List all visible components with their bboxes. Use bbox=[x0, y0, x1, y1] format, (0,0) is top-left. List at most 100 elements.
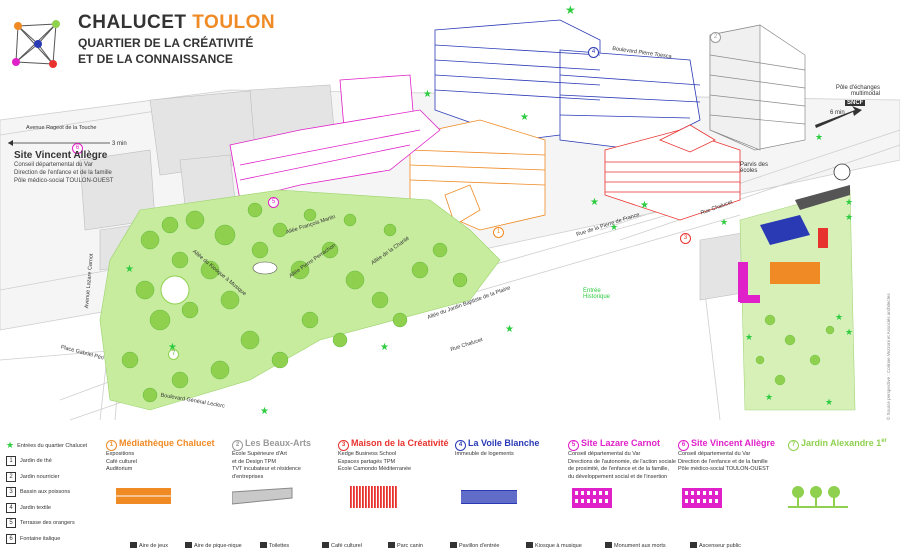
legend-site-line: Espaces partagés TPM bbox=[338, 458, 396, 465]
svg-text:★: ★ bbox=[745, 332, 753, 342]
toilets-icon bbox=[260, 542, 267, 548]
svg-text:★: ★ bbox=[125, 264, 134, 275]
svg-text:★: ★ bbox=[835, 312, 843, 322]
credit: © Source perspective : Corinne Vezzoni e… bbox=[886, 293, 891, 420]
legend-site-line: Conseil départemental du Var bbox=[568, 451, 641, 457]
voile-blanche-building bbox=[434, 19, 701, 151]
lazare-carnot-building bbox=[229, 74, 441, 201]
beaux-arts-building bbox=[709, 24, 806, 151]
site-number: 1 bbox=[106, 440, 117, 451]
legend-site-symbol bbox=[572, 488, 612, 508]
svg-text:★: ★ bbox=[168, 342, 177, 353]
legend-icon-item: Parc canin bbox=[388, 542, 423, 549]
dog-park-icon bbox=[388, 542, 395, 548]
rageot-arrow-icon bbox=[8, 140, 110, 146]
svg-text:★: ★ bbox=[845, 327, 853, 337]
legend-icon-item: Aire de pique-nique bbox=[185, 542, 242, 549]
legend-icon-item: Monument aux morts bbox=[605, 542, 666, 549]
legend-feature-item: 6 Fontaine italique bbox=[6, 531, 106, 547]
label-walk-6: 6 min bbox=[830, 110, 845, 116]
site-number: 3 bbox=[338, 440, 349, 451]
legend-feature-label: Jardin de thé bbox=[20, 458, 52, 465]
marker-mediatheque: 1 bbox=[493, 220, 504, 238]
feature-number: 6 bbox=[6, 533, 16, 544]
subtitle-line2: ET DE LA CONNAISSANCE bbox=[78, 52, 233, 66]
legend-site-line: École Camondo Méditerranée bbox=[338, 466, 412, 472]
legend-icon-item: Kiosque à musique bbox=[526, 542, 582, 549]
maison-creativite-building bbox=[604, 124, 741, 221]
label-entree: Entrée Historique bbox=[583, 288, 611, 300]
marker-lazare: 5 bbox=[268, 190, 279, 208]
legend-site-line: Immeuble de logements bbox=[455, 451, 514, 457]
picnic-icon bbox=[185, 542, 192, 548]
feature-number: 5 bbox=[6, 518, 16, 529]
svg-text:★: ★ bbox=[520, 112, 529, 123]
legend-site-line: d'entreprises bbox=[232, 473, 264, 480]
vin-line3: Pôle médico-social TOULON-OUEST bbox=[14, 178, 114, 184]
legend-icon-item: Pavillon d'entrée bbox=[450, 542, 500, 549]
site-number: 4 bbox=[455, 440, 466, 451]
legend-icon-item: Aire de jeux bbox=[130, 542, 168, 549]
vin-line2: Direction de l'enfance et de la famille bbox=[14, 170, 112, 176]
svg-text:★: ★ bbox=[505, 324, 514, 335]
legend-feature-item: 3 Bassin aux poissons bbox=[6, 485, 106, 501]
legend-site-line: Auditorium bbox=[106, 466, 133, 472]
svg-text:★: ★ bbox=[610, 222, 618, 232]
label-avenue-rageot: Avenue Rageot de la Touche bbox=[26, 125, 97, 131]
svg-text:★: ★ bbox=[845, 197, 853, 207]
legend-feature-label: Terrasse des orangers bbox=[20, 520, 75, 527]
svg-text:★: ★ bbox=[590, 197, 599, 208]
svg-text:★: ★ bbox=[845, 212, 853, 222]
svg-text:★: ★ bbox=[260, 406, 269, 417]
marker-beaux-arts: 2 bbox=[710, 25, 721, 43]
legend-site-line: de proximité, de l'enfance et de la fami… bbox=[568, 466, 670, 472]
label-parvis: Parvis des écoles bbox=[740, 162, 769, 174]
sncf-badge: SNCF bbox=[845, 100, 866, 106]
star-icon: ★ bbox=[6, 440, 15, 451]
legend-site-line: et de Design TPM bbox=[232, 458, 276, 465]
legend-site-symbol bbox=[682, 488, 722, 508]
marker-jardin: 7 bbox=[168, 342, 179, 360]
svg-text:★: ★ bbox=[640, 200, 649, 211]
elevator-icon bbox=[690, 542, 697, 548]
legend-site-line: Café culturel bbox=[106, 458, 137, 465]
site-number: 7 bbox=[788, 440, 799, 451]
mediatheque-building bbox=[409, 119, 546, 231]
legend-site-line: Pôle médico-social TOULON-OUEST bbox=[678, 466, 770, 472]
vin-line1: Conseil départemental du Var bbox=[14, 162, 93, 168]
entrance-pavilion-icon bbox=[450, 542, 457, 548]
legend-icon-item: Ascenseur public bbox=[690, 542, 741, 549]
legend-feature-item: 5 Terrasse des orangers bbox=[6, 516, 106, 532]
legend-site-symbol bbox=[350, 486, 397, 508]
legend-site-symbol bbox=[461, 490, 517, 504]
feature-number: 4 bbox=[6, 502, 16, 513]
right-plan bbox=[738, 163, 856, 411]
svg-text:★: ★ bbox=[423, 89, 432, 100]
vincent-allegre-callout: Site Vincent Allègre Conseil département… bbox=[14, 150, 174, 185]
feature-number: 3 bbox=[6, 487, 16, 498]
legend-feature-label: Fontaine italique bbox=[20, 535, 61, 542]
legend-feature-label: Jardin nourricier bbox=[20, 473, 60, 480]
legend-site-line: du développement social et de l'insertio… bbox=[568, 473, 668, 480]
sncf-arrow-icon bbox=[815, 106, 862, 128]
feature-number: 2 bbox=[6, 471, 16, 482]
bandstand-icon bbox=[526, 542, 533, 548]
subtitle-line1: QUARTIER DE LA CRÉATIVITÉ bbox=[78, 36, 254, 50]
marker-voile: 4 bbox=[588, 40, 599, 58]
legend-site-line: Kedge Business School bbox=[338, 451, 397, 457]
legend-icon-item: Café culturel bbox=[322, 542, 362, 549]
label-walk-3: 3 min bbox=[112, 141, 127, 147]
legend-site-symbol bbox=[788, 486, 848, 508]
label-pole: Pôle d'échanges multimodal bbox=[835, 85, 880, 97]
legend-feature-label: Bassin aux poissons bbox=[20, 489, 71, 496]
legend-site-line: Expositions bbox=[106, 451, 135, 457]
vin-title: Site Vincent Allègre bbox=[14, 150, 108, 161]
legend-feature-item: ★Entrées du quartier Chalucet bbox=[6, 438, 106, 454]
